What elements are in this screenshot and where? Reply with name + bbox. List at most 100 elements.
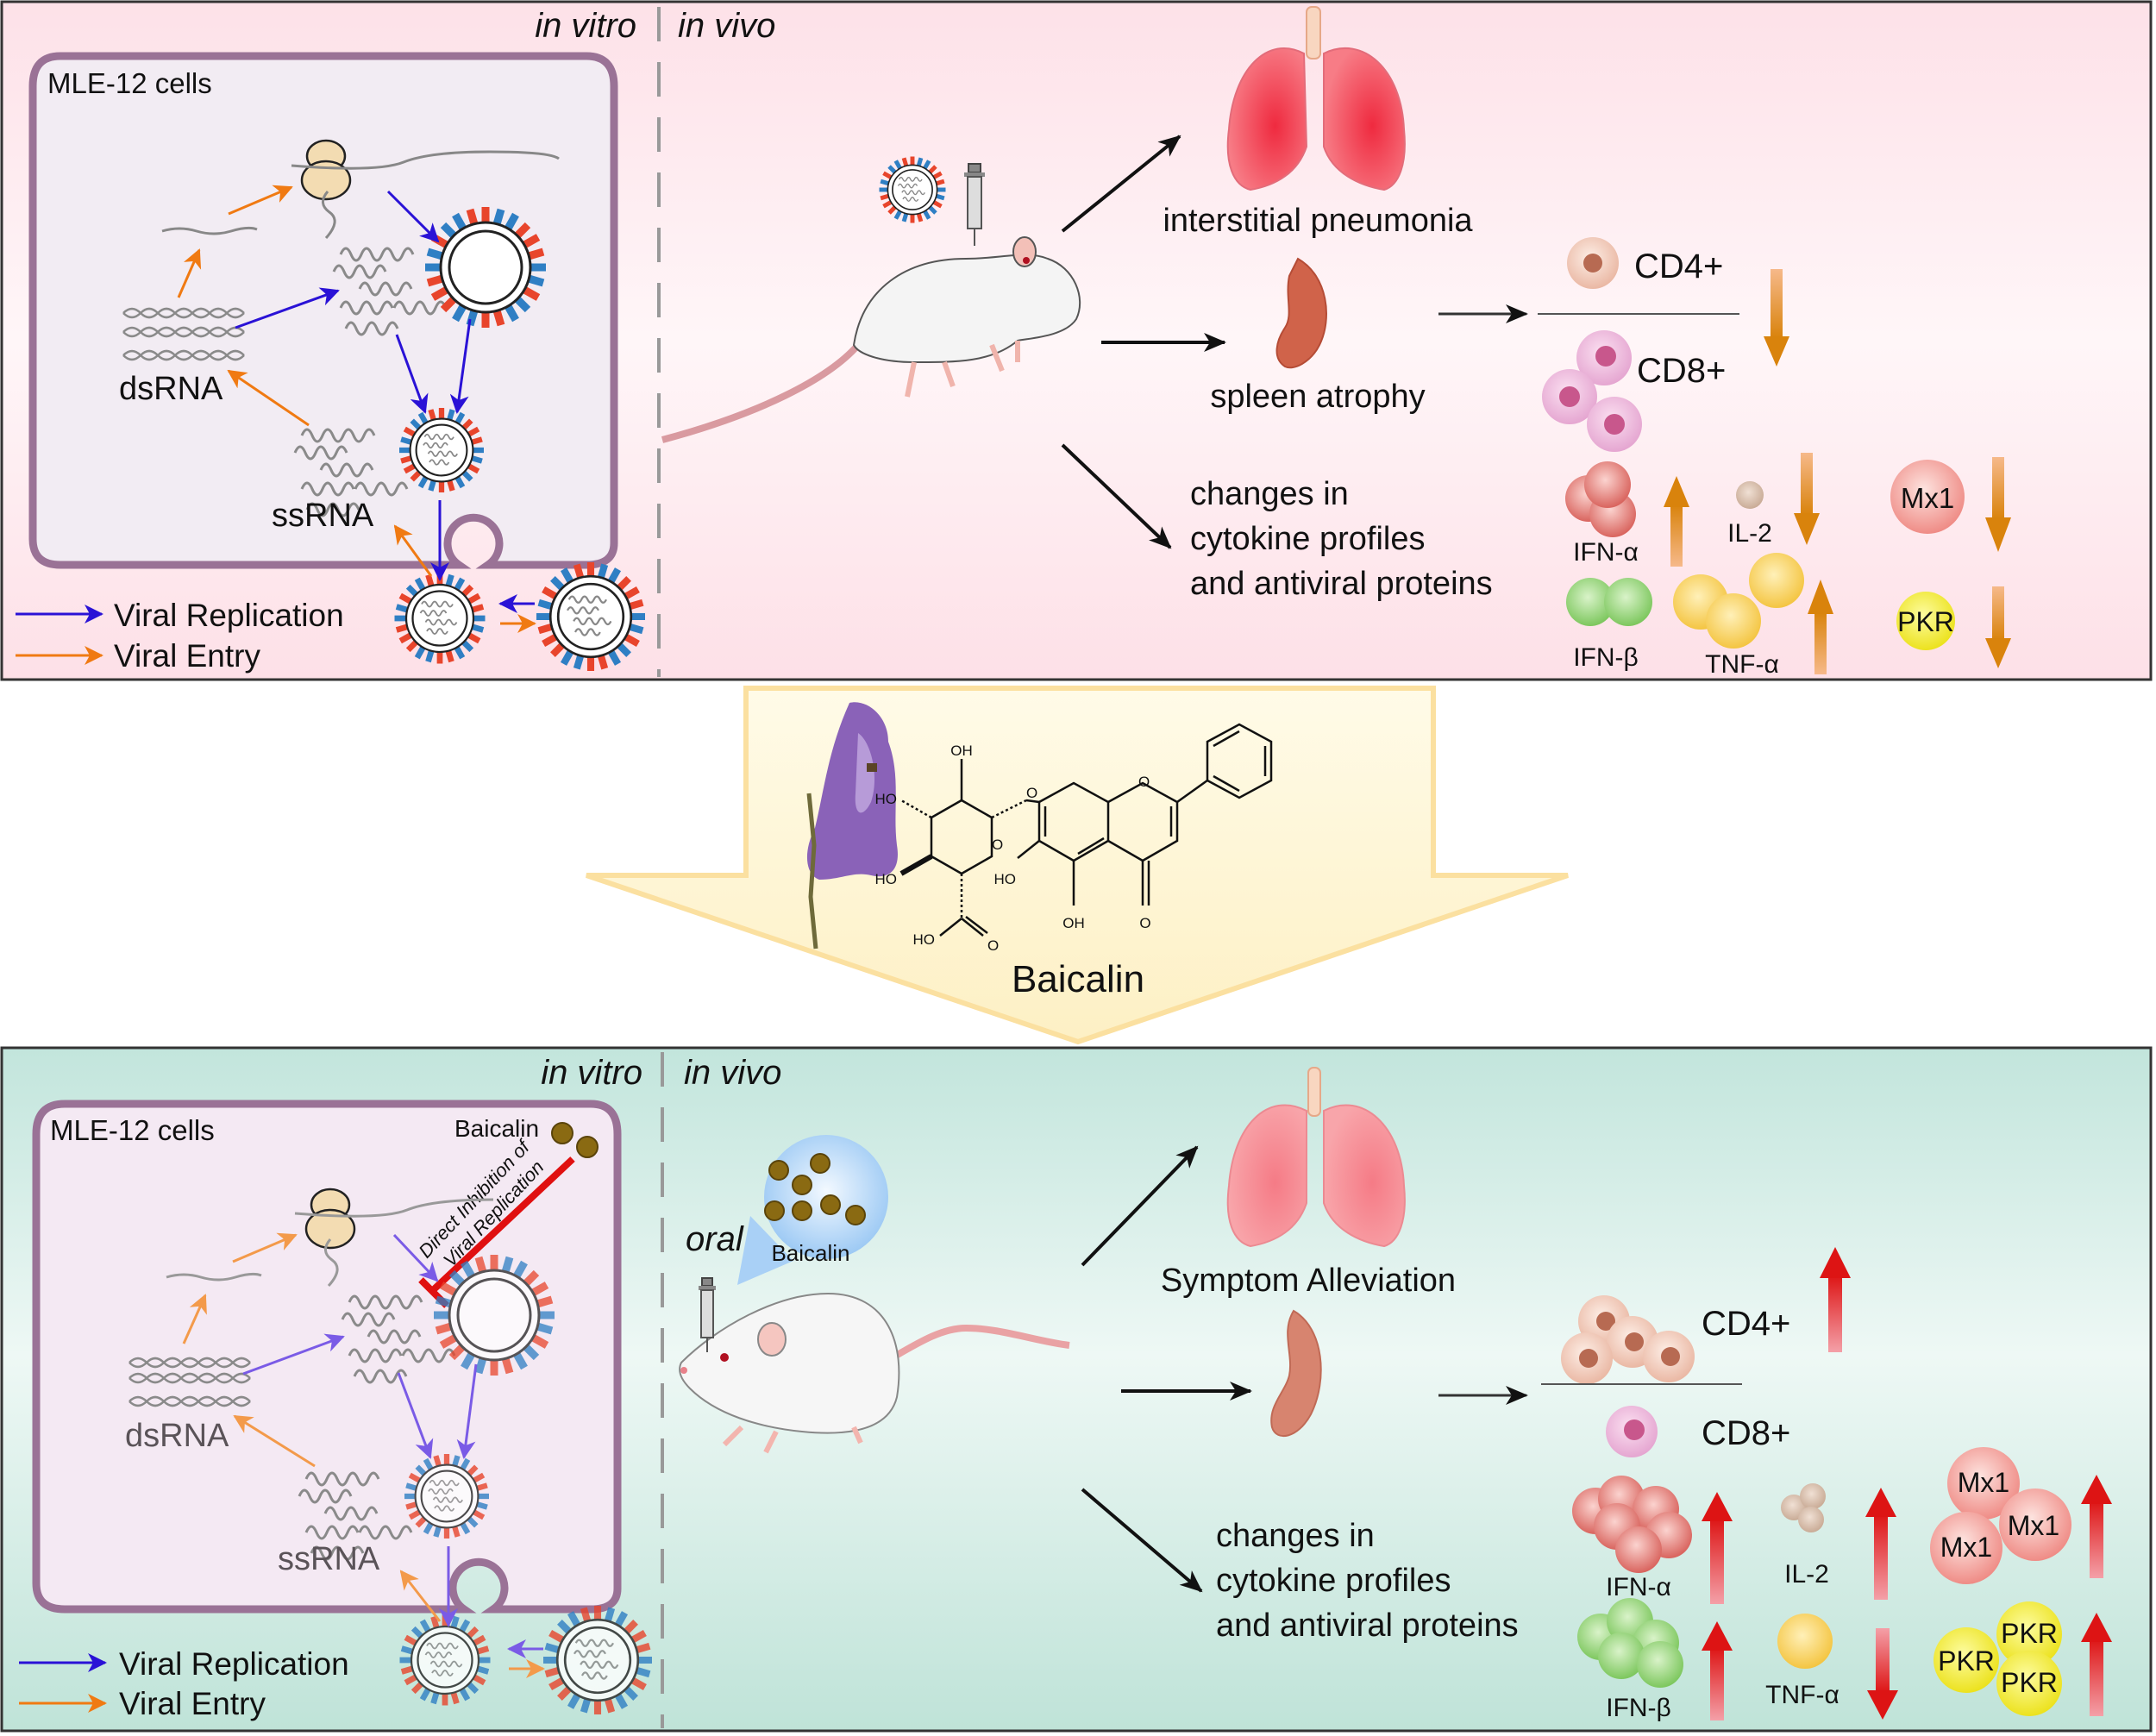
up-arrow-icon	[1874, 1514, 1888, 1600]
cd8-cells-icon	[1542, 330, 1642, 452]
marker-mx1: Mx1 Mx1 Mx1	[1930, 1447, 2112, 1584]
marker-pkr: PKR	[1896, 586, 2011, 668]
down-arrow-icon	[1992, 457, 2004, 519]
lung-outcome-label: Symptom Alleviation	[1161, 1263, 1456, 1299]
down-arrow-icon	[1992, 586, 2004, 640]
up-arrow-icon	[1710, 1518, 1724, 1604]
structure-labels: OH HO HO HO O O O O HO OH O	[875, 743, 1151, 954]
svg-text:Mx1: Mx1	[2008, 1510, 2059, 1541]
cd4-cd8-ratio: CD4+ CD8+	[1541, 1247, 1851, 1457]
svg-text:O: O	[987, 937, 999, 954]
baicalin-bubble: Baicalin	[737, 1135, 888, 1285]
up-arrow-icon	[2090, 1639, 2103, 1716]
svg-text:HO: HO	[875, 871, 898, 887]
up-arrow-icon	[1814, 612, 1827, 674]
in-vitro-label: in vitro	[541, 1054, 642, 1092]
ratio-up-arrow-icon	[1820, 1247, 1851, 1352]
svg-text:Mx1: Mx1	[1940, 1532, 1992, 1563]
syringe-icon	[964, 163, 985, 246]
svg-text:IL-2: IL-2	[1784, 1560, 1829, 1589]
svg-text:IFN-β: IFN-β	[1606, 1694, 1671, 1722]
virus-particle-icon	[536, 562, 645, 671]
spleen-icon	[1270, 1309, 1322, 1437]
up-arrow-icon	[1710, 1647, 1724, 1720]
lung-outcome-label: interstitial pneumonia	[1163, 203, 1473, 239]
baicalin-cell-label: Baicalin	[454, 1115, 539, 1142]
marker-ifn-beta: IFN-β	[1566, 578, 1652, 672]
arrow-to-lung	[1081, 1145, 1199, 1267]
in-vitro-label: in vitro	[535, 7, 636, 45]
cd4-cells-icon	[1561, 1295, 1695, 1384]
scutellaria-plant-icon	[806, 702, 898, 949]
svg-text:IFN-β: IFN-β	[1573, 643, 1639, 672]
svg-text:O: O	[1026, 785, 1037, 801]
infected-mouse-icon	[661, 157, 1081, 443]
baicalin-molecules-icon	[551, 1122, 599, 1158]
marker-ifn-alpha: IFN-α	[1572, 1476, 1733, 1604]
treated-mouse-icon	[679, 1277, 1070, 1454]
dsrna-label: dsRNA	[119, 371, 223, 407]
svg-text:O: O	[992, 837, 1003, 853]
bottom-panel: in vitro in vivo MLE-12 cells Baicalin D…	[0, 1046, 2153, 1733]
svg-text:Mx1: Mx1	[1958, 1467, 2009, 1498]
marker-il-2: IL-2	[1727, 453, 1820, 548]
top-panel: in vitro in vivo MLE-12 cells dsRNA ssRN…	[0, 0, 2153, 681]
svg-text:PKR: PKR	[2001, 1618, 2058, 1649]
svg-text:Mx1: Mx1	[1901, 482, 1954, 514]
baicalin-title: Baicalin	[1012, 958, 1144, 1000]
in-vivo-label: in vivo	[678, 7, 775, 45]
syringe-icon	[699, 1277, 716, 1352]
svg-text:PKR: PKR	[2001, 1667, 2058, 1698]
cd8-label: CD8+	[1702, 1414, 1790, 1452]
cell-label: MLE-12 cells	[50, 1114, 215, 1146]
marker-ifn-beta: IFN-β	[1577, 1598, 1733, 1722]
arrow-to-cytokines	[1061, 443, 1172, 549]
virus-particle-icon	[543, 1606, 652, 1714]
legend-viral-replication: Viral Replication	[119, 1646, 349, 1682]
svg-text:O: O	[1138, 774, 1150, 790]
cytokine-outcome-label: changes in cytokine profiles and antivir…	[1190, 476, 1493, 602]
mrna-strand	[161, 226, 258, 235]
cd8-label: CD8+	[1637, 352, 1726, 390]
ssrna-label: ssRNA	[278, 1541, 380, 1577]
marker-mx1: Mx1	[1890, 457, 2011, 552]
arrow-to-lung	[1061, 135, 1181, 233]
down-arrow-icon	[1801, 453, 1813, 515]
spleen-outcome-label: spleen atrophy	[1210, 379, 1425, 415]
svg-text:PKR: PKR	[1897, 606, 1954, 637]
legend: Viral Replication Viral Entry	[16, 598, 344, 674]
virus-assembly-icon	[425, 207, 546, 328]
svg-text:TNF-α: TNF-α	[1705, 650, 1779, 679]
svg-text:OH: OH	[1062, 915, 1085, 931]
cd4-label: CD4+	[1634, 248, 1723, 285]
arrow-to-cytokines	[1081, 1488, 1203, 1593]
cytokine-outcome-label: changes in cytokine profiles and antivir…	[1216, 1518, 1519, 1644]
dsrna-label: dsRNA	[125, 1418, 229, 1454]
cd4-label: CD4+	[1702, 1305, 1790, 1343]
svg-text:TNF-α: TNF-α	[1765, 1681, 1839, 1709]
marker-tnf-alpha: TNF-α	[1673, 553, 1833, 679]
marker-pkr: PKR PKR PKR	[1934, 1601, 2112, 1716]
up-arrow-icon	[1670, 505, 1683, 567]
ribosome-icon	[300, 139, 352, 201]
spleen-icon	[1275, 257, 1327, 369]
svg-text:PKR: PKR	[1938, 1645, 1995, 1676]
marker-il-2: IL-2	[1781, 1483, 1896, 1600]
svg-text:OH: OH	[950, 743, 973, 759]
legend-viral-replication: Viral Replication	[114, 598, 344, 633]
legend-viral-entry: Viral Entry	[114, 638, 260, 674]
up-arrow-icon	[2090, 1501, 2103, 1578]
svg-text:HO: HO	[875, 791, 898, 807]
legend-viral-entry: Viral Entry	[119, 1686, 266, 1721]
baicalin-structure	[899, 723, 1273, 937]
svg-text:HO: HO	[913, 931, 936, 948]
marker-ifn-alpha: IFN-α	[1565, 461, 1689, 567]
inflamed-lung-icon	[1226, 6, 1406, 191]
ribosome-icon	[304, 1188, 356, 1250]
in-vivo-label: in vivo	[684, 1054, 781, 1092]
legend: Viral Replication Viral Entry	[19, 1646, 349, 1721]
svg-text:O: O	[1139, 915, 1150, 931]
svg-text:Baicalin: Baicalin	[771, 1240, 849, 1266]
cell-label: MLE-12 cells	[47, 67, 212, 99]
